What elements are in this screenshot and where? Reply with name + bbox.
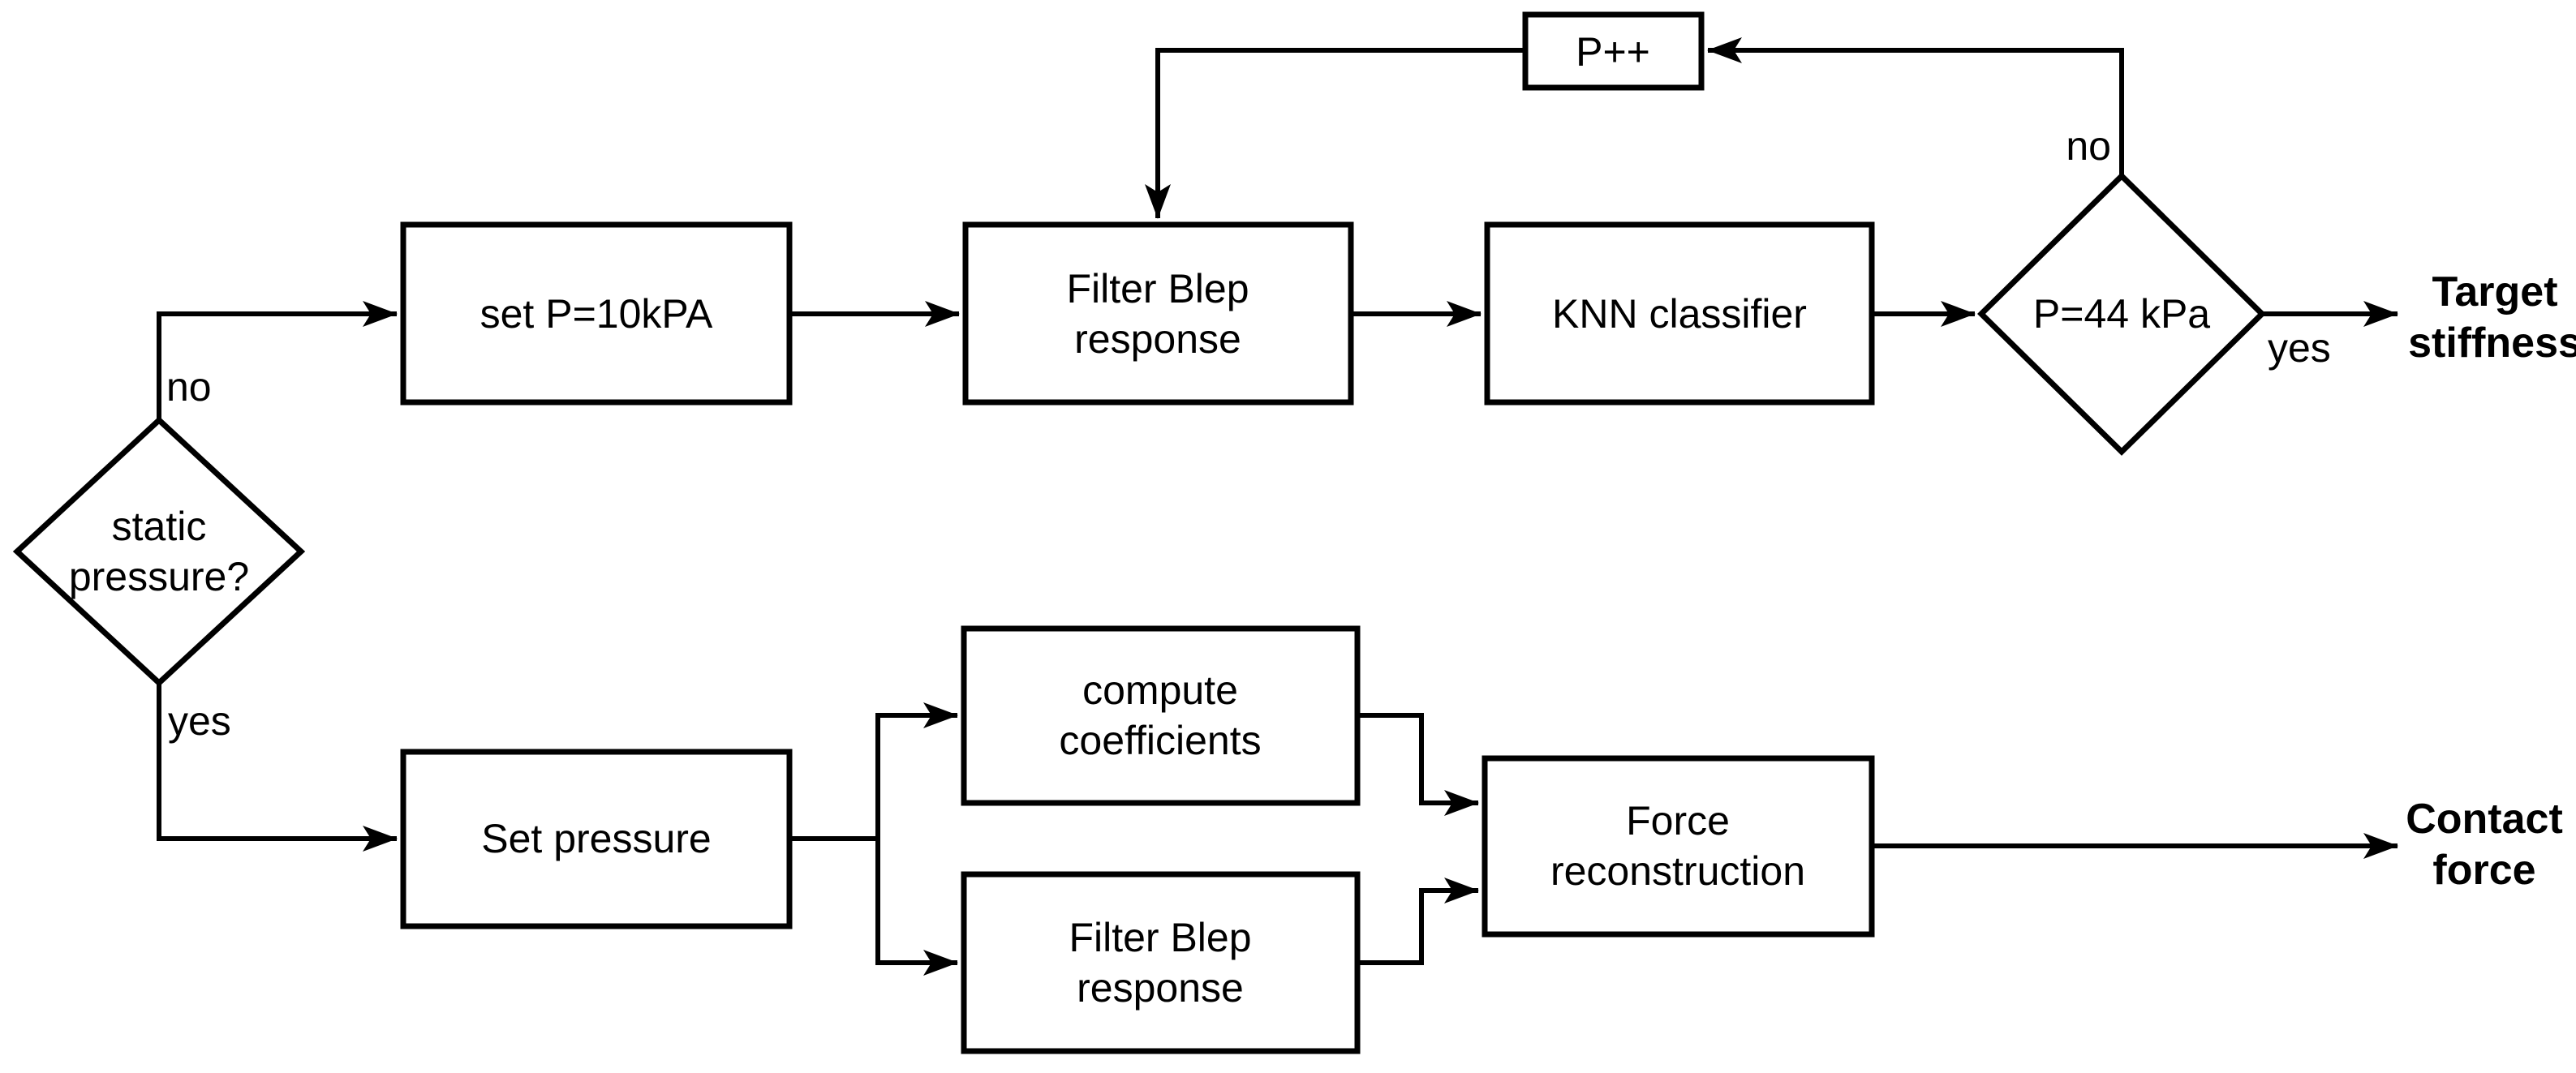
label-filter-blep-top-line2: response [1074,316,1241,362]
edge-label-static-no: no [166,364,212,410]
label-p-44-kpa-line1: P=44 kPa [2033,291,2210,337]
node-set-pressure-box [400,749,793,929]
node-set-p-10kpa-box [400,221,793,406]
label-set-p-10kpa-line1: set P=10kPA [480,291,713,337]
edge-label-static-yes: yes [168,698,231,744]
node-force-reconstruction-box [1482,755,1875,938]
label-set-pressure-line1: Set pressure [481,816,711,861]
node-filter-blep-top-box [962,221,1354,406]
edge-p-plus-to-filter-top [1145,48,1525,219]
label-target-stiffness-line1: Target [2432,268,2557,315]
node-filter-blep-bottom-box [961,871,1361,1054]
edge-compute-to-force [1357,713,1479,816]
label-filter-blep-top-line1: Filter Blep [1066,266,1249,311]
label-compute-coefficients-line1: compute [1082,667,1238,713]
edge-filter-bottom-to-force [1357,878,1479,965]
label-force-reconstruction-line2: reconstruction [1550,848,1805,894]
edge-label-p44-no: no [2066,123,2111,169]
label-force-reconstruction-line1: Force [1626,798,1730,843]
node-p-44-kpa-diamond [1977,172,2266,456]
edge-set-pressure-to-compute [789,702,958,841]
label-p-plus-line1: P++ [1576,29,1650,75]
label-filter-blep-bottom-line2: response [1077,965,1244,1011]
label-filter-blep-bottom-line1: Filter Blep [1069,915,1251,960]
label-target-stiffness-line2: stiffness [2408,320,2576,367]
edge-p44-no-to-p-plus [1707,37,2124,176]
node-knn-classifier-box [1484,221,1875,406]
node-compute-coefficients-box [961,625,1361,806]
label-static-pressure-line2: pressure? [69,554,249,599]
label-contact-force-line1: Contact [2406,796,2563,843]
label-compute-coefficients-line2: coefficients [1059,718,1261,763]
edge-label-p44-yes: yes [2268,325,2331,371]
edge-static-yes-to-set-pressure [157,683,398,852]
edge-static-no-to-set-p10 [157,301,398,420]
edge-split-to-filter-bottom [875,839,958,976]
node-p-plus-box [1522,11,1705,91]
node-static-pressure-diamond [12,416,306,687]
label-static-pressure-line1: static [112,504,207,549]
label-knn-classifier-line1: KNN classifier [1552,291,1807,337]
label-contact-force-line2: force [2432,847,2535,894]
